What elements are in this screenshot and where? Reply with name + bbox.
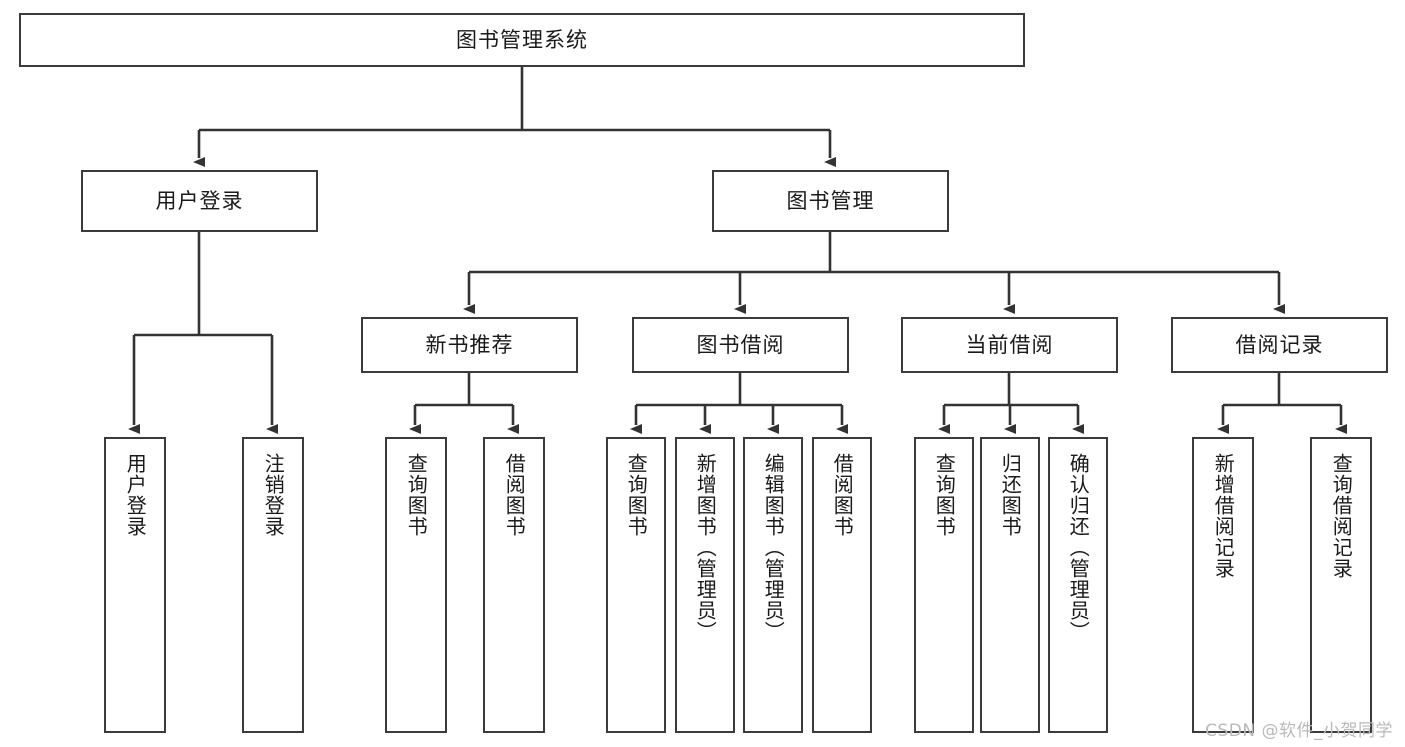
node-user-login[interactable]: 用户登录: [81, 170, 318, 232]
leaf-user-login-login[interactable]: 用户登录: [104, 437, 166, 733]
leaf-borrow-record-add-record[interactable]: 新增借阅记录: [1192, 437, 1254, 733]
leaf-current-borrow-confirm-return-admin[interactable]: 确认归还（管理员）: [1048, 437, 1108, 733]
leaf-book-borrow-add-book-admin[interactable]: 新增图书（管理员）: [675, 437, 735, 733]
leaf-new-book-borrow-book[interactable]: 借阅图书: [483, 437, 545, 733]
node-borrow-record[interactable]: 借阅记录: [1171, 317, 1388, 373]
leaf-book-borrow-query-book[interactable]: 查询图书: [606, 437, 666, 733]
csdn-watermark: CSDN @软件_小贺同学: [1205, 721, 1393, 741]
leaf-current-borrow-return-book[interactable]: 归还图书: [980, 437, 1040, 733]
node-book-borrow[interactable]: 图书借阅: [632, 317, 849, 373]
leaf-new-book-query-book[interactable]: 查询图书: [385, 437, 447, 733]
leaf-current-borrow-query-book[interactable]: 查询图书: [914, 437, 974, 733]
leaf-book-borrow-borrow-book[interactable]: 借阅图书: [812, 437, 872, 733]
leaf-book-borrow-edit-book-admin[interactable]: 编辑图书（管理员）: [743, 437, 803, 733]
node-current-borrow[interactable]: 当前借阅: [901, 317, 1118, 373]
node-root-book-management-system[interactable]: 图书管理系统: [19, 13, 1025, 67]
node-book-management[interactable]: 图书管理: [712, 170, 949, 232]
leaf-borrow-record-query-record[interactable]: 查询借阅记录: [1310, 437, 1372, 733]
node-new-book-recommend[interactable]: 新书推荐: [361, 317, 578, 373]
leaf-user-login-logout[interactable]: 注销登录: [242, 437, 304, 733]
